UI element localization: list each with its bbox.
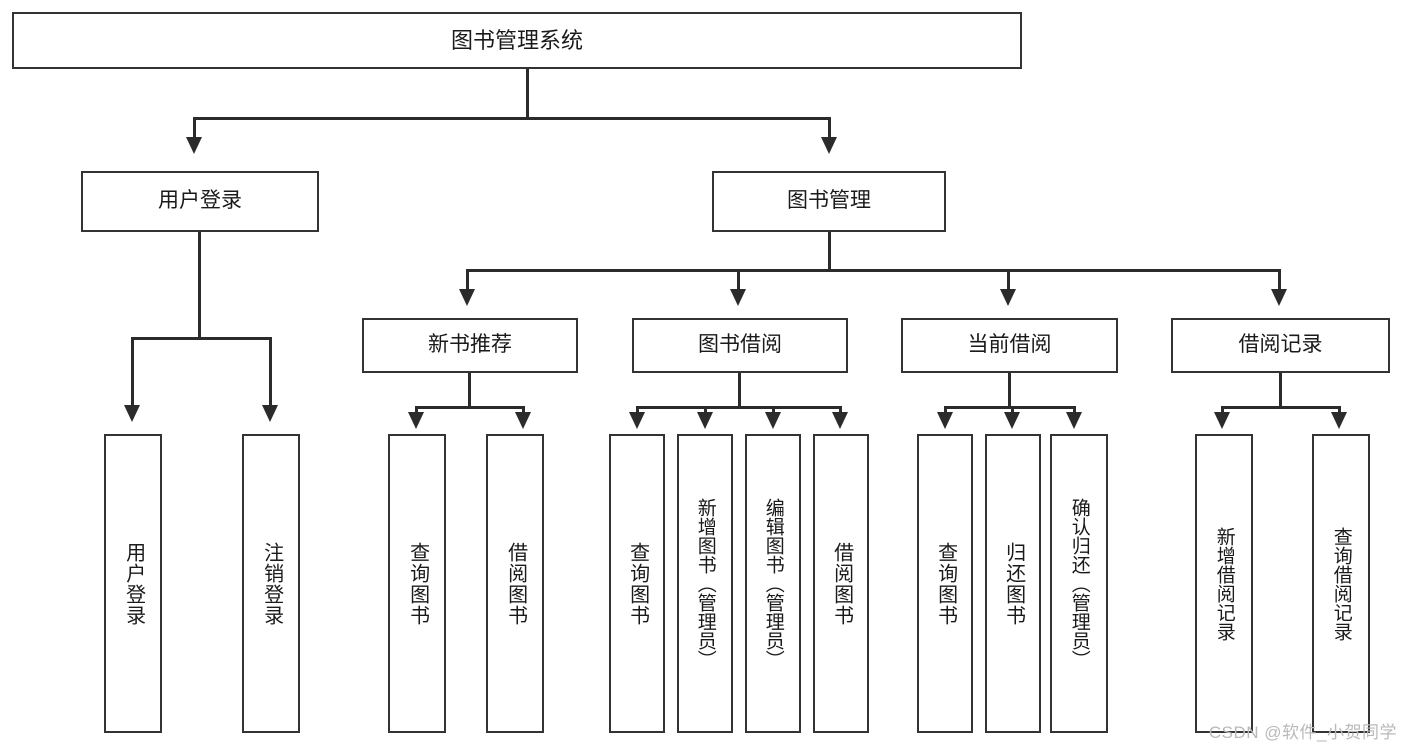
arrowhead-leaf-current-borrow-3 [1066, 412, 1082, 429]
connector-borrow-record-drop-1 [1221, 406, 1224, 414]
node-label: 当前借阅 [967, 333, 1052, 357]
node-borrow-record[interactable]: 借阅记录 [1171, 318, 1390, 373]
arrowhead-leaf-user-login-2 [262, 405, 278, 422]
leaf-label: 新增图书（管理员） [694, 498, 716, 669]
arrowhead-to-book-borrow [730, 289, 746, 306]
arrowhead-to-book-manage [821, 137, 837, 154]
connector-book-manage-drop-2 [737, 269, 740, 291]
connector-current-borrow-drop-2 [1011, 406, 1014, 414]
connector-book-borrow-bus [636, 406, 842, 409]
arrowhead-leaf-book-borrow-1 [629, 412, 645, 429]
connector-user-login-stem [198, 232, 201, 339]
leaf-label: 查询图书 [406, 541, 429, 626]
node-label: 借阅记录 [1238, 333, 1323, 357]
connector-book-manage-drop-3 [1007, 269, 1010, 291]
leaf-label: 新增借阅记录 [1213, 526, 1235, 641]
leaf-book-borrow-edit[interactable]: 编辑图书（管理员） [745, 434, 801, 733]
connector-new-book-bus [415, 406, 525, 409]
node-label: 图书借阅 [698, 333, 782, 357]
connector-borrow-record-stem [1279, 373, 1282, 409]
leaf-current-borrow-confirm-return[interactable]: 确认归还（管理员） [1050, 434, 1108, 733]
node-root-system[interactable]: 图书管理系统 [12, 12, 1022, 69]
node-label: 用户登录 [158, 189, 242, 213]
arrowhead-leaf-user-login-1 [124, 405, 140, 422]
connector-new-book-stem [468, 373, 471, 409]
leaf-user-login-logout[interactable]: 注销登录 [242, 434, 300, 733]
connector-book-borrow-drop-3 [772, 406, 775, 414]
arrowhead-to-current-borrow [1000, 289, 1016, 306]
connector-borrow-record-drop-2 [1338, 406, 1341, 414]
leaf-new-book-borrow[interactable]: 借阅图书 [486, 434, 544, 733]
connector-new-book-drop-2 [522, 406, 525, 414]
leaf-label: 借阅图书 [504, 541, 527, 626]
node-label: 新书推荐 [428, 333, 512, 357]
arrowhead-to-user-login [186, 137, 202, 154]
connector-user-login-drop-1 [131, 337, 134, 407]
connector-book-borrow-stem [738, 373, 741, 409]
leaf-user-login-login[interactable]: 用户登录 [104, 434, 162, 733]
connector-current-borrow-stem [1008, 373, 1011, 409]
connector-book-manage-stem [828, 232, 831, 272]
leaf-label: 查询借阅记录 [1330, 526, 1352, 641]
connector-root-bus [193, 117, 831, 120]
node-label: 图书管理 [787, 189, 871, 213]
leaf-label: 归还图书 [1002, 541, 1025, 626]
node-current-borrow[interactable]: 当前借阅 [901, 318, 1118, 373]
node-label: 图书管理系统 [450, 27, 583, 53]
node-book-manage[interactable]: 图书管理 [712, 171, 946, 232]
connector-root-drop-left [193, 117, 196, 139]
arrowhead-leaf-book-borrow-2 [697, 412, 713, 429]
leaf-borrow-record-query[interactable]: 查询借阅记录 [1312, 434, 1370, 733]
connector-book-manage-bus [466, 269, 1281, 272]
leaf-label: 查询图书 [626, 541, 649, 626]
arrowhead-leaf-current-borrow-1 [937, 412, 953, 429]
connector-current-borrow-drop-1 [944, 406, 947, 414]
arrowhead-leaf-new-book-1 [408, 412, 424, 429]
connector-book-manage-drop-1 [466, 269, 469, 291]
connector-book-borrow-drop-4 [839, 406, 842, 414]
connector-book-borrow-drop-2 [704, 406, 707, 414]
leaf-book-borrow-borrow[interactable]: 借阅图书 [813, 434, 869, 733]
node-user-login[interactable]: 用户登录 [81, 171, 319, 232]
leaf-label: 用户登录 [122, 541, 145, 626]
node-book-borrow[interactable]: 图书借阅 [632, 318, 848, 373]
arrowhead-leaf-borrow-record-1 [1214, 412, 1230, 429]
arrowhead-leaf-borrow-record-2 [1331, 412, 1347, 429]
connector-current-borrow-drop-3 [1073, 406, 1076, 414]
leaf-label: 查询图书 [934, 541, 957, 626]
arrowhead-leaf-book-borrow-3 [765, 412, 781, 429]
connector-book-borrow-drop-1 [636, 406, 639, 414]
leaf-label: 确认归还（管理员） [1068, 498, 1090, 669]
connector-book-manage-drop-4 [1278, 269, 1281, 291]
connector-current-borrow-bus [944, 406, 1076, 409]
connector-root-drop-right [828, 117, 831, 139]
arrowhead-to-borrow-record [1271, 289, 1287, 306]
connector-borrow-record-bus [1221, 406, 1341, 409]
connector-root-stem [526, 69, 529, 119]
connector-user-login-bus [131, 337, 270, 340]
arrowhead-leaf-new-book-2 [515, 412, 531, 429]
connector-user-login-drop-2 [269, 337, 272, 407]
leaf-borrow-record-add[interactable]: 新增借阅记录 [1195, 434, 1253, 733]
node-new-book-recommend[interactable]: 新书推荐 [362, 318, 578, 373]
arrowhead-to-new-book [459, 289, 475, 306]
connector-new-book-drop-1 [415, 406, 418, 414]
arrowhead-leaf-book-borrow-4 [832, 412, 848, 429]
leaf-book-borrow-add[interactable]: 新增图书（管理员） [677, 434, 733, 733]
leaf-book-borrow-query[interactable]: 查询图书 [609, 434, 665, 733]
leaf-label: 编辑图书（管理员） [762, 498, 784, 669]
leaf-new-book-query[interactable]: 查询图书 [388, 434, 446, 733]
leaf-label: 注销登录 [260, 541, 283, 626]
arrowhead-leaf-current-borrow-2 [1004, 412, 1020, 429]
leaf-label: 借阅图书 [830, 541, 853, 626]
leaf-current-borrow-return[interactable]: 归还图书 [985, 434, 1041, 733]
leaf-current-borrow-query[interactable]: 查询图书 [917, 434, 973, 733]
